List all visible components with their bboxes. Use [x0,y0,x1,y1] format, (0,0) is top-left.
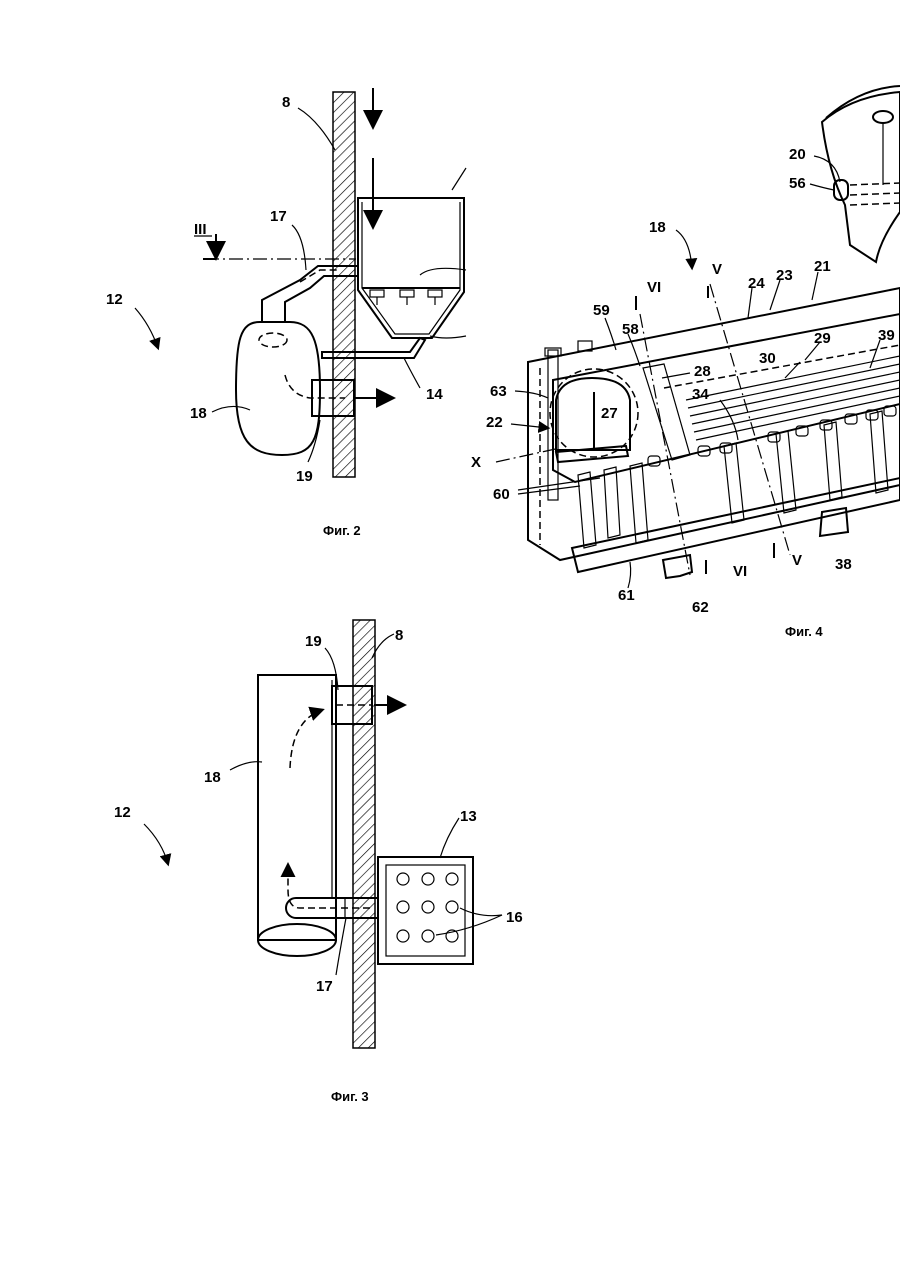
label-13: 13 [460,808,477,825]
wall-8 [333,92,355,477]
label-23: 23 [776,267,793,284]
figure-2: 8 17 III 12 18 19 14 Фиг. 2 [106,88,466,538]
label-34: 34 [692,386,709,403]
label-20: 20 [789,146,806,163]
label-29: 29 [814,330,831,347]
label-61: 61 [618,587,635,604]
label-59: 59 [593,302,610,319]
label-8: 8 [395,627,403,644]
label-section-v-top: V [712,261,722,278]
label-18: 18 [190,405,207,422]
burner-head-20 [822,92,900,262]
nozzle-group [370,290,442,305]
label-16: 16 [506,909,523,926]
figure-4-caption: Фиг. 4 [785,624,823,639]
outlet-62 [663,555,692,578]
label-27: 27 [601,405,618,422]
label-63: 63 [490,383,507,400]
label-section-iii: III [194,221,207,238]
label-56: 56 [789,175,806,192]
label-section-vi-top: VI [647,279,661,296]
label-14: 14 [426,386,443,403]
label-39: 39 [878,327,895,344]
label-17: 17 [316,978,333,995]
label-17: 17 [270,208,287,225]
nozzle-grid-16 [397,873,458,942]
label-8: 8 [282,94,290,111]
label-24: 24 [748,275,765,292]
label-12: 12 [106,291,123,308]
insulated-shell-24 [528,288,900,560]
label-section-vi-bottom: VI [733,563,747,580]
figure-3: 19 8 18 12 13 16 17 Фиг. 3 [114,620,523,1104]
wall-8 [353,620,375,1048]
vessel-18 [236,322,320,455]
label-58: 58 [622,321,639,338]
label-28: 28 [694,363,711,380]
vessel-18 [258,675,336,940]
label-18: 18 [649,219,666,236]
label-axis-x: X [471,454,481,471]
label-62: 62 [692,599,709,616]
label-19: 19 [305,633,322,650]
label-21: 21 [814,258,831,275]
label-30: 30 [759,350,776,367]
label-60: 60 [493,486,510,503]
label-38: 38 [835,556,852,573]
label-22: 22 [486,414,503,431]
label-18: 18 [204,769,221,786]
label-section-v-bottom: V [792,552,802,569]
figure-2-caption: Фиг. 2 [323,523,361,538]
partition-28 [643,364,690,460]
figure-4: 20 56 18 21 23 24 V VI 59 58 28 30 29 39… [471,86,900,639]
figure-3-caption: Фиг. 3 [331,1089,369,1104]
label-12: 12 [114,804,131,821]
label-19: 19 [296,468,313,485]
